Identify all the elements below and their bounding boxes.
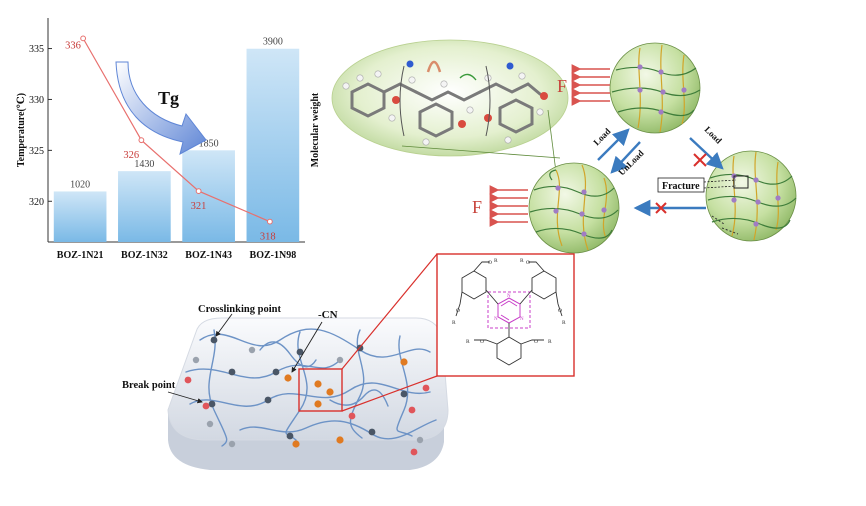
x-tick-label: BOZ-1N98 xyxy=(250,250,297,261)
svg-text:O: O xyxy=(558,308,562,314)
tg-label: 326 xyxy=(123,150,139,161)
svg-text:R: R xyxy=(548,339,552,345)
force-arrows-bottom xyxy=(498,190,528,222)
cn-label: -CN xyxy=(318,309,338,321)
force-arrows-top xyxy=(580,69,610,101)
crosslinking-point-label: Crosslinking point xyxy=(198,304,281,315)
svg-text:N: N xyxy=(520,317,524,322)
force-label-bottom: F xyxy=(472,197,482,217)
svg-text:R: R xyxy=(452,320,456,326)
network-spheres xyxy=(529,43,796,253)
svg-text:O: O xyxy=(488,260,492,266)
svg-text:N: N xyxy=(494,317,498,322)
bar-BOZ-1N98 xyxy=(247,49,300,242)
tg-arrow xyxy=(116,62,206,154)
svg-text:R: R xyxy=(466,339,470,345)
y-tick-label: 320 xyxy=(29,197,44,208)
svg-text:R: R xyxy=(520,258,524,264)
svg-text:O: O xyxy=(480,339,484,345)
tg-annotation: Tg xyxy=(158,88,179,108)
tg-label: 336 xyxy=(65,40,81,51)
blocked-cross-1 xyxy=(694,154,706,166)
sphere-loaded xyxy=(610,43,700,133)
bar-label: 3900 xyxy=(263,37,283,48)
bar-series xyxy=(54,49,299,242)
break-point-label: Break point xyxy=(122,380,176,391)
bar-label: 1020 xyxy=(70,179,90,190)
y-tick-label: 330 xyxy=(29,95,44,106)
y-axis-label: Temperature(℃) xyxy=(16,93,27,167)
x-tick-label: BOZ-1N32 xyxy=(121,250,168,261)
y-ticks: 335 330 325 320 xyxy=(29,44,52,208)
bar-BOZ-1N21 xyxy=(54,191,107,242)
svg-text:R: R xyxy=(494,258,498,264)
svg-text:N: N xyxy=(507,294,511,299)
y-tick-label: 325 xyxy=(29,146,44,157)
bar-BOZ-1N32 xyxy=(118,171,171,242)
load-label-right: Load xyxy=(703,124,724,145)
molecule-panel xyxy=(332,40,568,172)
svg-text:O: O xyxy=(534,339,538,345)
x-tick-label: BOZ-1N21 xyxy=(57,250,104,261)
tg-point xyxy=(139,138,144,143)
load-label-left: Load xyxy=(591,126,612,147)
force-label-top: F xyxy=(557,76,567,96)
tg-label: 321 xyxy=(191,201,207,212)
triazine-structure: N N N O R O R O R O R O R O R xyxy=(437,254,574,376)
y-axis-right-label: Molecular weight xyxy=(310,92,321,167)
tg-point xyxy=(267,219,272,224)
x-tick-labels: BOZ-1N21 BOZ-1N32 BOZ-1N43 BOZ-1N98 xyxy=(57,250,296,261)
tg-point xyxy=(196,189,201,194)
svg-text:O: O xyxy=(456,308,460,314)
network-slab xyxy=(168,254,448,470)
y-tick-label: 335 xyxy=(29,44,44,55)
sphere-initial xyxy=(529,163,619,253)
svg-text:R: R xyxy=(562,320,566,326)
tg-label: 318 xyxy=(260,232,276,243)
fracture-label: Fracture xyxy=(662,181,700,192)
x-tick-label: BOZ-1N43 xyxy=(185,250,232,261)
triazine-box xyxy=(437,254,574,376)
tg-point xyxy=(81,36,86,41)
bar-BOZ-1N43 xyxy=(182,150,235,242)
svg-text:O: O xyxy=(526,260,530,266)
